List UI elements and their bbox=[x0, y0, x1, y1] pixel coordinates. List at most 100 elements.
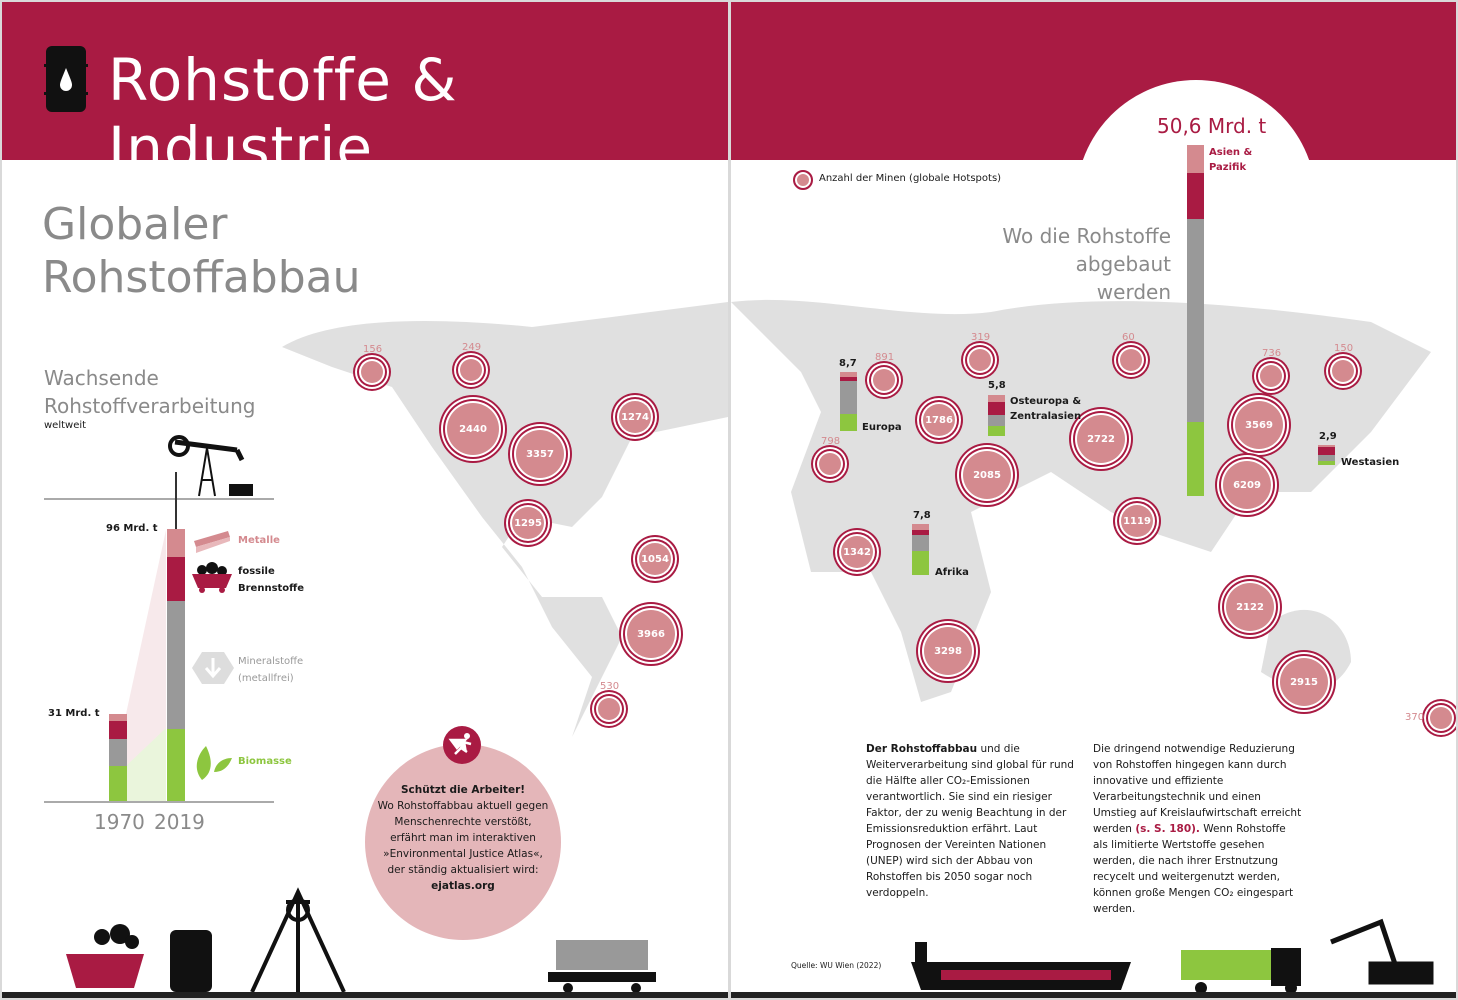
bar-segment-fossile bbox=[109, 721, 127, 739]
mine-hotspot-marker bbox=[1430, 707, 1452, 729]
bar-segment-fossile bbox=[1187, 173, 1204, 219]
bar-segment-metalle bbox=[1318, 445, 1335, 447]
body-text-left: Der Rohstoffabbau und die Weiterverarbei… bbox=[866, 743, 1074, 899]
mine-count-label: 736 bbox=[1262, 348, 1282, 359]
mine-hotspot-marker: 1054 bbox=[639, 543, 671, 575]
region-bar bbox=[1187, 145, 1204, 496]
chart-subtitle: weltweit bbox=[44, 420, 87, 431]
ejatlas-link[interactable]: ejatlas.org bbox=[431, 880, 495, 892]
legend-mineralstoffe: Mineralstoffe (metallfrei) bbox=[238, 656, 304, 684]
world-map-americas bbox=[282, 302, 728, 737]
legend-fossile: fossile Brennstoffe bbox=[238, 566, 305, 594]
ground-line bbox=[731, 992, 1456, 998]
mine-cart-icon bbox=[66, 924, 144, 988]
bar-segment-mineralstoffe bbox=[109, 738, 127, 766]
bar-segment-mineralstoffe bbox=[1318, 455, 1335, 461]
total-2019: 96 Mrd. t bbox=[106, 523, 158, 534]
mine-hotspot-marker bbox=[969, 349, 991, 371]
body-text-right: Die dringend notwendige Reduzierung von … bbox=[1093, 743, 1302, 915]
bar-segment-fossile bbox=[912, 530, 929, 536]
mine-count-label: 60 bbox=[1122, 332, 1135, 343]
region-bar bbox=[988, 395, 1005, 436]
mine-hotspot-marker: 2122 bbox=[1226, 583, 1274, 631]
mine-hotspot-marker: 2915 bbox=[1280, 658, 1328, 706]
region-name: Europa bbox=[862, 422, 902, 433]
mine-hotspot-marker: 1119 bbox=[1121, 505, 1153, 537]
mine-hotspot-marker bbox=[873, 369, 895, 391]
freight-wagon-icon bbox=[548, 940, 656, 993]
growth-wedge bbox=[126, 530, 166, 802]
mine-hotspot-marker bbox=[1120, 349, 1142, 371]
source-note: Quelle: WU Wien (2022) bbox=[791, 961, 882, 970]
region-bar bbox=[840, 372, 857, 431]
bar-segment-metalle bbox=[109, 714, 127, 722]
bar-segment-biomasse bbox=[840, 414, 857, 431]
mine-legend-icon bbox=[793, 170, 813, 190]
world-map-eurasia bbox=[731, 299, 1431, 702]
page-reference-link[interactable]: (s. S. 180). bbox=[1135, 823, 1200, 835]
callout-circle bbox=[365, 744, 561, 940]
bar-segment-mineralstoffe bbox=[167, 600, 185, 729]
mine-hotspot-marker: 3966 bbox=[627, 610, 675, 658]
region-name: Westasien bbox=[1341, 457, 1400, 468]
mine-count-label: 798 bbox=[821, 436, 841, 447]
mineral-icon bbox=[192, 652, 234, 684]
coal-cart-icon bbox=[192, 562, 232, 593]
mine-count-label: 891 bbox=[875, 352, 895, 363]
bar-segment-biomasse bbox=[1318, 461, 1335, 465]
mine-hotspot-marker: 3357 bbox=[516, 430, 564, 478]
oil-barrel-icon bbox=[44, 46, 88, 112]
header-band bbox=[2, 2, 728, 160]
bar-segment-biomasse bbox=[167, 728, 185, 802]
mine-hotspot-marker: 2440 bbox=[447, 403, 499, 455]
mine-hotspot-marker bbox=[1332, 360, 1354, 382]
bar-1970 bbox=[109, 714, 127, 802]
mine-hotspot-marker: 1295 bbox=[512, 507, 544, 539]
mine-hotspot-marker: 3569 bbox=[1235, 401, 1283, 449]
bar-segment-metalle bbox=[167, 529, 185, 557]
region-bar bbox=[1318, 445, 1335, 465]
mine-hotspot-marker: 2085 bbox=[963, 451, 1011, 499]
callout-text: Schützt die Arbeiter!Wo Rohstoffabbau ak… bbox=[377, 784, 549, 892]
bar-segment-mineralstoffe bbox=[1187, 218, 1204, 423]
bar-segment-biomasse bbox=[109, 765, 127, 802]
mine-hotspot-marker: 1274 bbox=[619, 401, 651, 433]
mine-hotspot-marker: 6209 bbox=[1223, 461, 1271, 509]
mine-count-label: 249 bbox=[462, 342, 482, 353]
mine-hotspot-marker: 2722 bbox=[1077, 415, 1125, 463]
mine-hotspot-marker bbox=[598, 698, 620, 720]
mine-tower-icon bbox=[250, 887, 346, 993]
mine-hotspot-marker: 3298 bbox=[924, 627, 972, 675]
mine-count-label: 156 bbox=[363, 344, 383, 355]
cargo-ship-icon bbox=[911, 942, 1131, 990]
region-value: 8,7 bbox=[839, 358, 857, 369]
bar-segment-mineralstoffe bbox=[988, 414, 1005, 426]
right-page: Anzahl der Minen (globale Hotspots) Wo d… bbox=[731, 2, 1456, 998]
bar-segment-biomasse bbox=[1187, 422, 1204, 496]
mine-count-label: 150 bbox=[1334, 343, 1354, 354]
mine-hotspot-marker: 1342 bbox=[841, 536, 873, 568]
region-bar bbox=[912, 524, 929, 575]
mine-legend-label: Anzahl der Minen (globale Hotspots) bbox=[819, 173, 1002, 184]
total-1970: 31 Mrd. t bbox=[48, 708, 100, 719]
bar-segment-fossile bbox=[988, 402, 1005, 415]
region-value: 7,8 bbox=[913, 510, 931, 521]
metal-beam-icon bbox=[194, 531, 230, 553]
chart-top-line bbox=[44, 498, 274, 500]
region-name: Afrika bbox=[935, 567, 969, 578]
bar-segment-biomasse bbox=[912, 550, 929, 575]
region-name: Asien & Pazifik bbox=[1209, 147, 1253, 173]
bar-segment-mineralstoffe bbox=[912, 535, 929, 551]
running-worker-icon bbox=[443, 726, 481, 764]
pump-pipe bbox=[175, 472, 177, 530]
bar-segment-metalle bbox=[912, 524, 929, 531]
year-label-2019: 2019 bbox=[154, 810, 205, 834]
harvester-icon bbox=[1330, 918, 1434, 985]
bar-segment-biomasse bbox=[988, 425, 1005, 436]
mine-hotspot-marker bbox=[819, 453, 841, 475]
ground-line bbox=[2, 992, 728, 998]
